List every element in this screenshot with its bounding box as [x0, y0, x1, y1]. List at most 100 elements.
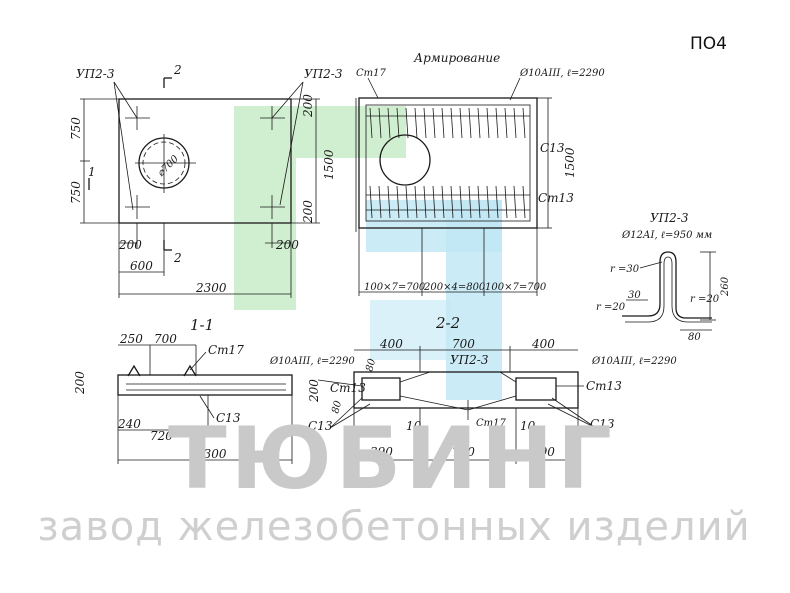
s22-ct13-left-label: Ст13	[330, 381, 366, 395]
rebar-bar	[441, 107, 445, 139]
s11-dim-720: 720	[150, 429, 173, 443]
reinf-bar-top-label: Ø10АIII, ℓ=2290	[519, 68, 605, 79]
rebar-bar	[495, 185, 499, 219]
reinforcement-bars	[369, 107, 526, 219]
section-1-1-title: 1-1	[190, 316, 214, 334]
s22-c13-left-label: С13	[308, 419, 333, 433]
rebar-bar	[441, 185, 445, 219]
rebar-bar	[477, 185, 481, 219]
rebar-bar	[468, 107, 472, 139]
rebar-bar	[387, 107, 391, 139]
reinf-bar-ct13-label: Ст13	[538, 191, 574, 205]
rebar-bar	[486, 107, 490, 139]
plan-dim-200-bottom-right: 200	[275, 238, 299, 252]
rebar-bar	[450, 185, 454, 219]
watermark-subtitle: завод железобетонных изделий	[37, 504, 750, 550]
rebar-bar	[432, 185, 436, 219]
rebar-bar	[396, 107, 400, 139]
rebar-bar	[495, 107, 499, 139]
rebar-bar	[450, 107, 454, 139]
s22-dim-720: 720	[452, 445, 475, 459]
rebar-bar	[504, 185, 508, 219]
s22-dim-10-left: 10	[406, 419, 422, 433]
plan-dim-200-right-top: 200	[301, 94, 315, 118]
rebar-bar	[369, 185, 373, 219]
s22-ct13-right-label: Ст13	[586, 379, 622, 393]
rebar-bar	[459, 185, 463, 219]
rebar-bar	[369, 107, 373, 139]
s22-dim-390-left: 390	[370, 445, 393, 459]
rebar-bar	[522, 185, 526, 219]
loop-r20-left: r =20	[596, 302, 626, 313]
plan-loop-left-label: УП2-3	[76, 67, 115, 81]
s11-dim-250: 250	[119, 332, 143, 346]
plan-dim-600: 600	[130, 259, 153, 273]
plan-loop-right-label: УП2-3	[304, 67, 343, 81]
rebar-bar	[468, 185, 472, 219]
plan-view	[80, 77, 320, 298]
rebar-bar	[414, 107, 418, 139]
plan-cut-mark-bottom: 2	[173, 251, 182, 265]
loop-name: УП2-3	[650, 211, 689, 225]
reinf-spacing-2: 200×4=800	[423, 282, 486, 293]
plan-dim-200-right-bottom: 200	[301, 200, 315, 224]
section-2-2-title: 2-2	[435, 314, 460, 332]
s22-dim-80-side: 80	[330, 399, 344, 415]
s22-dim-200: 200	[307, 379, 321, 403]
s11-dim-240: 240	[117, 417, 141, 431]
rebar-bar	[522, 107, 526, 139]
loop-detail	[622, 251, 716, 331]
rebar-bar	[423, 185, 427, 219]
loop-r20-right: r =20	[690, 294, 720, 305]
s11-dim-700: 700	[154, 332, 177, 346]
s22-dim-400-left: 400	[379, 337, 403, 351]
watermark-brand: ТЮБИНГ	[168, 409, 616, 509]
plan-dim-750-top: 750	[69, 117, 83, 140]
s22-dim-80: 80	[364, 357, 378, 373]
s22-c13-right-label: С13	[590, 417, 615, 431]
reinf-dim-1500: 1500	[563, 147, 577, 178]
s11-dim-200: 200	[73, 371, 87, 395]
plan-dim-200-bottom-left: 200	[118, 238, 142, 252]
section-1-1-view	[117, 344, 293, 464]
rebar-bar	[504, 107, 508, 139]
reinf-bar-ct17-label: Ст17	[356, 68, 386, 79]
s22-dim-390-right: 390	[532, 445, 555, 459]
section-2-2-view	[317, 346, 597, 464]
loop-dim-30: 30	[628, 290, 641, 301]
loop-r30: r =30	[610, 264, 640, 275]
plan-cut-mark-left: 1	[88, 165, 96, 179]
rebar-bar	[378, 107, 382, 139]
reinf-mesh-c13-label: С13	[540, 141, 565, 155]
s11-dim-2300: 2300	[195, 447, 227, 461]
rebar-bar	[387, 185, 391, 219]
s22-bar-left-label: Ø10АIII, ℓ=2290	[269, 356, 355, 367]
s22-ct17-label: Ст17	[476, 418, 506, 429]
rebar-bar	[513, 185, 517, 219]
s22-dim-400-right: 400	[531, 337, 555, 351]
rebar-bar	[459, 107, 463, 139]
s22-loop-label: УП2-3	[450, 353, 489, 367]
plan-dim-1500: 1500	[322, 149, 336, 180]
rebar-bar	[396, 185, 400, 219]
rebar-bar	[513, 107, 517, 139]
reinforcement-title: Армирование	[413, 51, 500, 65]
s22-dim-700: 700	[452, 337, 475, 351]
reinforcement-view	[355, 77, 552, 296]
plan-dim-2300: 2300	[195, 281, 227, 295]
rebar-bar	[405, 107, 409, 139]
plan-hole-label: ⌀700	[156, 153, 182, 179]
reinf-spacing-3: 100×7=700	[485, 282, 547, 293]
rebar-bar	[405, 185, 409, 219]
s22-bar-right-label: Ø10АIII, ℓ=2290	[591, 356, 677, 367]
plan-dim-750-bottom: 750	[69, 181, 83, 204]
rebar-bar	[378, 185, 382, 219]
rebar-bar	[432, 107, 436, 139]
s22-dim-10-right: 10	[520, 419, 536, 433]
loop-dim-80: 80	[688, 332, 701, 343]
rebar-bar	[423, 107, 427, 139]
rebar-bar	[477, 107, 481, 139]
s11-ct17-label: Ст17	[208, 343, 244, 357]
rebar-bar	[486, 185, 490, 219]
